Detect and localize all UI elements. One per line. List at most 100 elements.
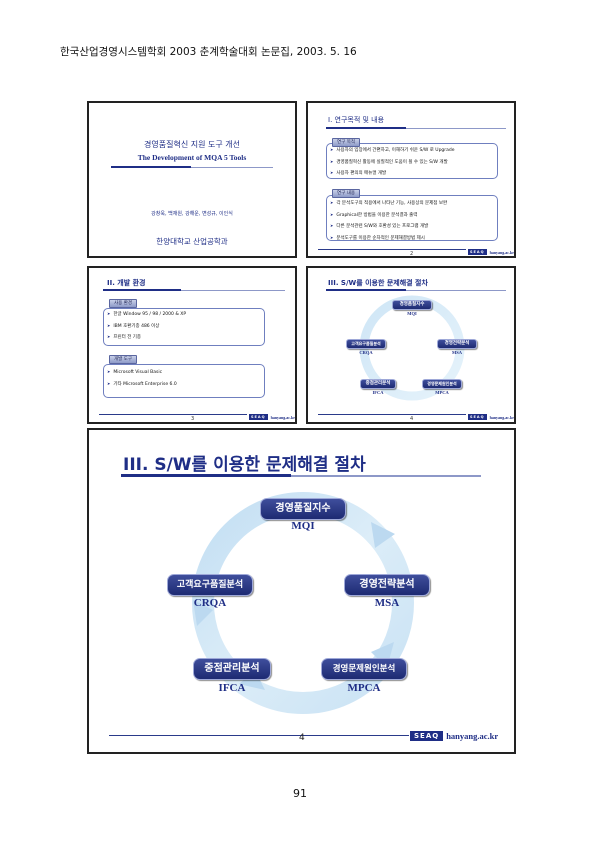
arrow-bullet-icon: ➤	[107, 380, 111, 386]
small-node-mpca: 경영문제원인분석	[422, 379, 462, 389]
slide3-section1-label: 사용 환경	[109, 299, 137, 308]
slide2-section1-label: 연구 목적	[332, 138, 360, 147]
list-item: ➤경영품질혁신 활동에 실질적인 도움이 될 수 있는 S/W 개발	[330, 158, 448, 165]
slide1-rule	[111, 166, 191, 168]
large-label-msa: MSA	[374, 597, 400, 609]
slide4-footer-line	[318, 414, 466, 415]
large-footer-line	[109, 735, 409, 736]
slide2-title: I. 연구목적 및 내용	[328, 116, 385, 124]
seaq-logo: SEAQ	[410, 731, 444, 741]
seaq-logo: SEAQ	[468, 414, 487, 420]
slide4-title: III. S/W를 이용한 문제해결 절차	[328, 279, 428, 287]
large-node-crqa: 고객요구품질분석	[167, 574, 253, 596]
small-node-msa: 경영전략분석	[437, 339, 477, 349]
large-node-mpca: 경영문제원인분석	[321, 658, 407, 680]
slide3-rule	[103, 289, 181, 291]
list-item: ➤분석도구를 이용한 순차적인 문제해결방법 제시	[330, 234, 425, 241]
slide3-number: 3	[191, 416, 195, 422]
seaq-logo: SEAQ	[249, 414, 268, 420]
cycle-ring-small	[359, 295, 465, 401]
slide1-rule-thin	[191, 167, 273, 168]
brand-url: hanyang.ac.kr	[446, 731, 499, 741]
slide-cycle-small: III. S/W를 이용한 문제해결 절차 경영품질지수 MQI 경영전략분석 …	[306, 266, 516, 424]
large-title: III. S/W를 이용한 문제해결 절차	[123, 455, 366, 475]
seaq-logo: SEAQ	[468, 249, 487, 255]
arrow-bullet-icon: ➤	[107, 311, 111, 316]
arrow-bullet-icon: ➤	[330, 211, 334, 217]
slide3-title: II. 개발 환경	[107, 279, 146, 287]
slide3-section2-list: ➤Microsoft Visual Basic ➤기타 Microsoft En…	[107, 367, 177, 390]
slide3-rule-thin	[181, 290, 285, 291]
slide3-section1-box	[103, 308, 265, 346]
arrow-bullet-icon: ➤	[330, 200, 334, 205]
brand-url: hanyang.ac.kr	[270, 414, 296, 420]
slide2-number: 2	[410, 251, 414, 257]
slide2-section1-list: ➤사용자의 입장에서 간편하고, 이해하기 쉬운 S/W 로 Upgrade ➤…	[330, 145, 455, 180]
list-item: ➤사용자의 입장에서 간편하고, 이해하기 쉬운 S/W 로 Upgrade	[330, 147, 455, 153]
page-header: 한국산업경영시스템학회 2003 춘계학술대회 논문집, 2003. 5. 16	[60, 46, 357, 58]
slide2-rule-thin	[406, 128, 506, 129]
arrow-bullet-icon: ➤	[107, 322, 111, 328]
arrow-bullet-icon: ➤	[330, 147, 334, 152]
slide3-section1-list: ➤한글 Window 95 / 98 / 2000 & XP ➤IBM 호환기종…	[107, 309, 186, 344]
arrow-bullet-icon: ➤	[330, 170, 334, 175]
slide-research: I. 연구목적 및 내용 연구 목적 ➤사용자의 입장에서 간편하고, 이해하기…	[306, 101, 516, 258]
slide1-authors: 강창욱, 백재원, 강해운, 변성규, 이인식	[151, 211, 233, 217]
large-node-mqi: 경영품질지수	[260, 498, 346, 520]
slide4-rule	[326, 289, 406, 291]
slide1-title-kr: 경영품질혁신 지원 도구 개선	[144, 140, 240, 149]
small-node-ifca: 중점관리분석	[360, 379, 396, 389]
small-label-mpca: MPCA	[435, 390, 449, 395]
slide3-section2-box	[103, 364, 265, 398]
page-number: 91	[293, 787, 307, 800]
slide3-footer-line	[99, 414, 247, 415]
large-title-rule	[121, 474, 291, 477]
small-node-mqi: 경영품질지수	[392, 300, 432, 310]
large-node-ifca: 중점관리분석	[193, 658, 271, 680]
slide2-footer-line	[318, 249, 466, 250]
large-slide-number: 4	[299, 733, 305, 743]
cycle-arrow-4	[193, 600, 213, 626]
arrow-bullet-icon: ➤	[330, 158, 334, 164]
list-item: ➤다른 분석관련 S/W와 호환성 있는 프로그램 개발	[330, 223, 429, 229]
slide4-brand: SEAQ hanyang.ac.kr	[468, 414, 514, 420]
brand-url: hanyang.ac.kr	[489, 249, 515, 255]
small-label-crqa: CRQA	[359, 350, 373, 355]
list-item: ➤프린터 전 기종	[107, 334, 142, 340]
arrow-bullet-icon: ➤	[330, 223, 334, 228]
slide1-affiliation: 한양대학교 산업공학과	[156, 237, 228, 246]
slide2-section2-label: 연구 내용	[332, 189, 360, 198]
arrow-bullet-icon: ➤	[107, 369, 111, 374]
large-label-mqi: MQI	[291, 520, 315, 532]
arrow-bullet-icon: ➤	[107, 334, 111, 339]
small-label-ifca: IFCA	[372, 390, 384, 395]
large-label-ifca: IFCA	[218, 682, 246, 694]
slide3-section2-label: 개발 도구	[109, 355, 137, 364]
list-item: ➤사용자 편의의 매뉴얼 개발	[330, 170, 387, 176]
cycle-arrow-1	[371, 522, 395, 548]
list-item: ➤IBM 호환기종 486 이상	[107, 322, 160, 329]
large-label-crqa: CRQA	[193, 597, 227, 609]
list-item: ➤기타 Microsoft Enterprise 6.0	[107, 380, 177, 387]
cycle-ring-large	[192, 492, 414, 714]
large-brand: SEAQ hanyang.ac.kr	[410, 731, 498, 741]
slide4-rule-thin	[406, 290, 506, 291]
list-item: ➤Microsoft Visual Basic	[107, 369, 163, 375]
large-node-msa: 경영전략분석	[344, 574, 430, 596]
large-label-mpca: MPCA	[347, 682, 381, 694]
small-label-mqi: MQI	[407, 311, 417, 316]
slide-title: 경영품질혁신 지원 도구 개선 The Development of MQA 5…	[87, 101, 297, 258]
list-item: ➤Graphical한 방법을 이용한 분석결과 출력	[330, 211, 418, 218]
brand-url: hanyang.ac.kr	[489, 414, 515, 420]
slide4-number: 4	[410, 416, 414, 422]
slide2-section1-box	[326, 143, 498, 179]
arrow-bullet-icon: ➤	[330, 234, 334, 240]
list-item: ➤한글 Window 95 / 98 / 2000 & XP	[107, 311, 187, 317]
slide2-rule	[326, 127, 406, 129]
small-node-crqa: 고객요구품질분석	[346, 339, 386, 349]
slide3-brand: SEAQ hanyang.ac.kr	[249, 414, 295, 420]
slide1-title-en: The Development of MQA 5 Tools	[137, 153, 247, 162]
slide2-brand: SEAQ hanyang.ac.kr	[468, 249, 514, 255]
small-label-msa: MSA	[452, 350, 462, 355]
slide2-section2-list: ➤각 분석도구의 적용에서 나타난 기능, 사용상의 문제점 보완 ➤Graph…	[330, 198, 447, 244]
